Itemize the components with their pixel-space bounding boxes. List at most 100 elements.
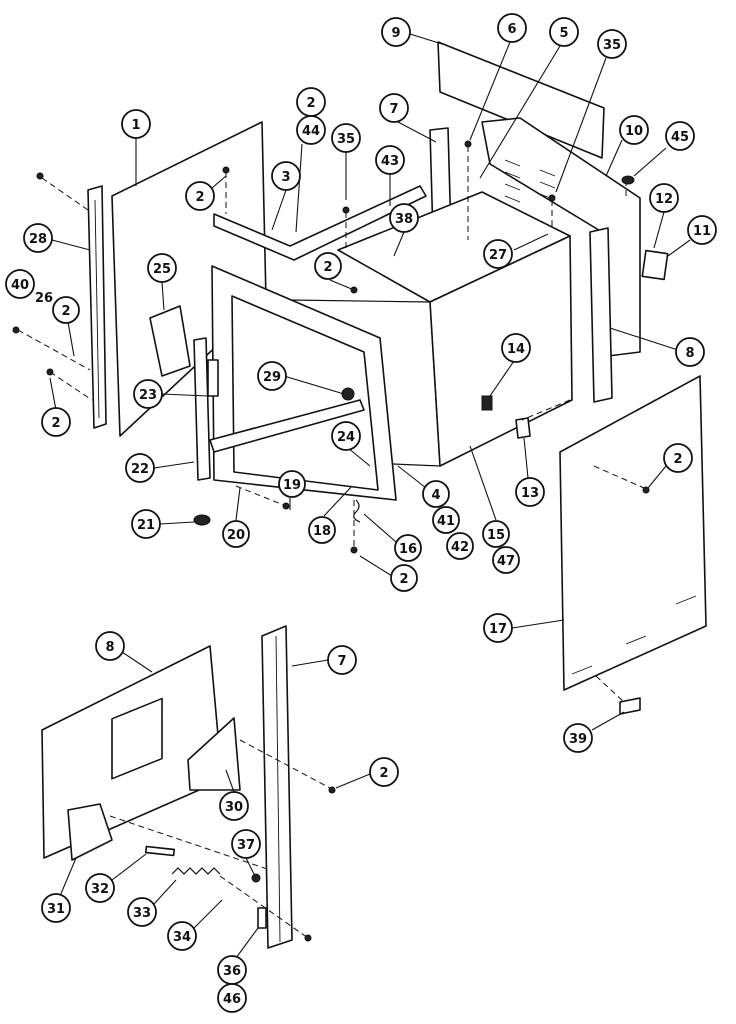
part-small-bracket (207, 359, 219, 397)
callout: 2 (296, 87, 326, 117)
callout: 43 (375, 145, 405, 206)
callout-label: 2 (673, 452, 682, 467)
callout: 20 (222, 487, 250, 548)
callout: 2 (185, 175, 227, 211)
screws (12, 140, 650, 942)
callout-label: 29 (263, 370, 281, 385)
part-control-box (149, 305, 191, 377)
callout: 25 (147, 253, 177, 311)
callout-label: 9 (391, 26, 400, 41)
callout: 2 (647, 443, 693, 489)
screw-icon (222, 166, 230, 174)
callout: 24 (331, 421, 371, 467)
callout: 29 (257, 361, 345, 395)
callout: 16 (363, 513, 422, 562)
screw-icon (282, 502, 290, 510)
callout-label: 17 (489, 622, 507, 637)
callout: 18 (308, 485, 353, 544)
part-lower-channel (261, 625, 293, 949)
callout-label: 43 (381, 154, 399, 169)
callout-label: 28 (29, 232, 47, 247)
rear-frame-slots (504, 159, 556, 203)
screw-icon (464, 140, 472, 148)
part-knob (341, 387, 355, 401)
callout-label: 30 (225, 800, 243, 815)
callout: 12 (649, 183, 679, 249)
callout: 32 (85, 853, 147, 903)
callout-label: 15 (487, 528, 505, 543)
callout-label: 2 (399, 572, 408, 587)
callout: 8 (609, 327, 705, 367)
part-bottom-rail (209, 399, 365, 453)
callout-label: 32 (91, 882, 109, 897)
callout: 2 (314, 252, 355, 291)
callout: 7 (379, 93, 437, 143)
callout: 38 (389, 203, 419, 257)
callout-label: 41 (437, 514, 455, 529)
callout: 2 (335, 757, 399, 789)
part-clip (481, 395, 493, 411)
screw-icon (46, 368, 54, 376)
part-latch-36 (257, 907, 267, 929)
callout: 30 (219, 769, 249, 821)
callout: 39 (563, 711, 625, 753)
callout-label: 37 (237, 838, 255, 853)
callout-label: 1 (131, 118, 140, 133)
screw-icon (548, 194, 556, 202)
callout-label: 2 (323, 260, 332, 275)
callout-label: 8 (105, 640, 114, 655)
callout: 2 (52, 296, 80, 357)
callout-label: 14 (507, 342, 525, 357)
callout-label: 7 (337, 654, 346, 669)
callout-label: 44 (302, 124, 320, 139)
callout-label: 16 (399, 542, 417, 557)
part-terminal-plate (641, 249, 669, 281)
callout-label: 6 (507, 22, 516, 37)
callout: 35 (555, 29, 627, 193)
screw-icon (328, 786, 336, 794)
part-hinge-clip (515, 417, 531, 439)
callout: 35 (331, 123, 361, 200)
callout: 3 (271, 161, 301, 231)
part-bottom-bracket (67, 803, 113, 861)
callout-label: 24 (337, 430, 355, 445)
callout-label: 13 (521, 486, 539, 501)
callout-label: 42 (451, 540, 469, 555)
callout: 14 (489, 333, 531, 397)
callout: 6 (469, 13, 527, 141)
callout-label: 7 (389, 102, 398, 117)
part-right-post (589, 227, 613, 403)
callout-label: 21 (137, 518, 155, 533)
callout: 13 (515, 437, 545, 507)
callout-label: 20 (227, 528, 245, 543)
callout-label: 2 (195, 190, 204, 205)
parts-artwork (41, 41, 707, 949)
callout: 5 (479, 17, 579, 179)
part-front-left-post (193, 337, 211, 481)
callouts: 1 2 44 3 35 43 7 38 9 6 5 35 10 45 12 11… (5, 13, 717, 1013)
callout-label: 3 (281, 170, 290, 185)
callout-label: 2 (51, 416, 60, 431)
callout: 7 (291, 645, 357, 675)
callout-label: 35 (337, 132, 355, 147)
callout-label: 18 (313, 524, 331, 539)
callout-label: 2 (379, 766, 388, 781)
callout-label: 2 (61, 304, 70, 319)
callout-stack: 40 26 (5, 269, 53, 306)
callout-label: 35 (603, 38, 621, 53)
callout: 33 (127, 879, 177, 927)
callout-label: 12 (655, 192, 673, 207)
callout: 37 (231, 829, 261, 875)
callout: 2 (41, 377, 71, 437)
callout-label: 46 (223, 992, 241, 1007)
callout-label: 31 (47, 902, 65, 917)
part-leveling-foot (193, 514, 211, 526)
callout-label: 25 (153, 262, 171, 277)
callout-stack: 36 46 (217, 927, 259, 1013)
callout-stack: 41 42 (432, 506, 474, 560)
callout: 45 (633, 121, 695, 177)
callout: 10 (605, 115, 649, 177)
callout: 22 (125, 453, 195, 483)
callout: 31 (41, 857, 77, 923)
